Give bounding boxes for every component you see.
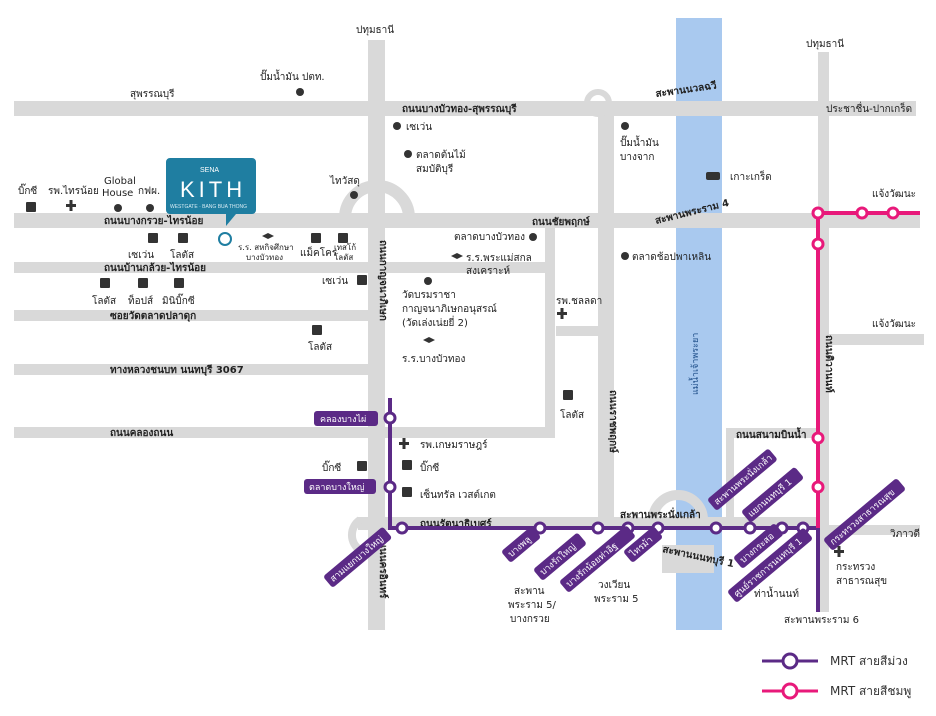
mrt-pink-line <box>811 206 920 528</box>
road-label-kanchanaphisek: ถนนกาญจนาภิเษก <box>377 240 389 321</box>
road-label-chaiyaphruek: ถนนชัยพฤกษ์ <box>532 216 590 228</box>
place-tesco: เทสโก้โลตัส <box>334 242 356 262</box>
label-pathum-1: ปทุมธานี <box>356 24 394 36</box>
place-gas-bangchak: ปั๊มน้ำมันบางจาก <box>620 135 659 163</box>
brand-name: KITH <box>180 177 246 202</box>
road-label-nakhoninthon: ถนนนครอินทร์ <box>377 535 389 599</box>
label-chaeng-1: แจ้งวัฒนะ <box>872 188 916 200</box>
brand-small: SENA <box>200 167 219 174</box>
place-hosp-chonlada: รพ.ชลลดา <box>556 296 602 307</box>
place-bigc-2: บิ๊กซี <box>322 460 341 474</box>
place-lotus-2: โลตัส <box>92 294 116 307</box>
label-bottom-rama5: สะพานพระราม 5/บางกรวย <box>508 586 556 625</box>
place-ministry: กระทรวงสาธารณสุข <box>836 562 887 587</box>
project-sign: SENA KITH WESTGATE · BANG BUA THONG <box>166 158 256 226</box>
legend: MRT สายสีม่วง MRT สายสีชมพู <box>762 652 911 700</box>
road-label-ratchaphruek: ถนนราชพฤกษ์ <box>607 390 619 453</box>
road-label-3067: ทางหลวงชนบท นนทบุรี 3067 <box>110 364 244 376</box>
place-market-tree: ตลาดต้นไม้สมบัติบุรี <box>416 149 466 175</box>
project-location <box>218 232 232 246</box>
place-market-chatuchak: ตลาดช้อปพาเหลิน <box>632 251 711 263</box>
place-school-1: ร.ร. สหกิจศึกษาบางบัวทอง <box>238 243 294 262</box>
label-bridge-nangklao: สะพานพระนั่งเกล้า <box>620 507 701 521</box>
place-lotus-3: โลตัส <box>308 340 332 353</box>
road-label-soiwat: ซอยวัดตลาดปลาดุก <box>110 310 196 322</box>
place-seven-2: เซเว่น <box>322 276 348 287</box>
place-hosp-kasem: รพ.เกษมราษฎร์ <box>420 439 488 451</box>
place-bigc-w: บิ๊กซี <box>18 183 37 197</box>
place-bigc-3: บิ๊กซี <box>420 460 439 474</box>
legend-purple: MRT สายสีม่วง <box>830 654 908 668</box>
place-lotus-1: โลตัส <box>170 248 194 261</box>
place-central: เซ็นทรัล เวสต์เกต <box>420 487 496 501</box>
label-pracha-pakkret: ประชาชื่น-ปากเกร็ด <box>826 101 912 115</box>
roads <box>14 40 924 630</box>
place-seven-3: เซเว่น <box>406 122 432 133</box>
place-market-bbt: ตลาดบางบัวทอง <box>454 232 525 243</box>
label-pathum-2: ปทุมธานี <box>806 38 844 50</box>
place-makro: แม็คโคร <box>300 245 338 259</box>
mrt-purple-line <box>383 398 820 612</box>
road-label-bangbuathong: ถนนบางบัวทอง-สุพรรณบุรี <box>402 103 517 115</box>
road-label-bangkruai: ถนนบางกรวย-ไทรน้อย <box>104 214 203 227</box>
legend-pink: MRT สายสีชมพู <box>830 684 911 699</box>
label-vibhavadi: วิภาวดี <box>890 528 920 540</box>
station-khlong-bang-phai: คลองบางไผ่ <box>320 414 366 425</box>
place-wat: วัดบรมราชากาญจนาภิเษกอนุสรณ์(วัดเล่งเน่ย… <box>402 290 497 329</box>
place-lotus-4: โลตัส <box>560 408 584 421</box>
place-school-mae: ร.ร.พระแม่สกลสงเคราะห์ <box>466 253 532 277</box>
place-koh-kret: เกาะเกร็ด <box>730 169 772 183</box>
place-hosp-sainoi: รพ.ไทรน้อย <box>48 185 99 197</box>
place-minibigc: มินิบิ๊กซี <box>162 293 195 307</box>
place-tawasu: ไทวัสดุ <box>329 175 360 187</box>
road-label-bankluai: ถนนบ้านกล้วย-ไทรน้อย <box>104 261 206 274</box>
label-bottom-thanam: ท่าน้ำนนท์ <box>754 586 799 600</box>
place-gas-ptt: ปั๊มน้ำมัน ปตท. <box>260 69 325 83</box>
road-label-tiwanon: ถนนติวานนท์ <box>823 335 835 393</box>
river-label: แม่น้ำเจ้าพระยา <box>688 333 701 395</box>
road-label-khlongthanon: ถนนคลองถนน <box>110 428 173 439</box>
place-markers <box>26 88 844 557</box>
label-bottom-rama6: สะพานพระราม 6 <box>784 615 859 626</box>
label-bottom-circle: วงเวียนพระราม 5 <box>594 579 638 605</box>
label-chaeng-2: แจ้งวัฒนะ <box>872 318 916 330</box>
brand-tag: WESTGATE · BANG BUA THONG <box>170 204 247 210</box>
station-ministry: กระทรวงสาธารณสุข <box>829 488 898 548</box>
label-suphan: สุพรรณบุรี <box>130 88 175 100</box>
station-yaek-nonthaburi1: แยกนนทบุรี 1 <box>746 477 794 520</box>
road-label-sanambinnam: ถนนสนามบินน้ำ <box>736 427 807 441</box>
station-talad-bang-yai: ตลาดบางใหญ่ <box>309 482 365 493</box>
place-seven-1: เซเว่น <box>128 250 154 261</box>
place-tops: ท็อปส์ <box>128 293 153 307</box>
place-school-bbt: ร.ร.บางบัวทอง <box>402 354 466 365</box>
place-post: กฟผ. <box>138 186 160 197</box>
